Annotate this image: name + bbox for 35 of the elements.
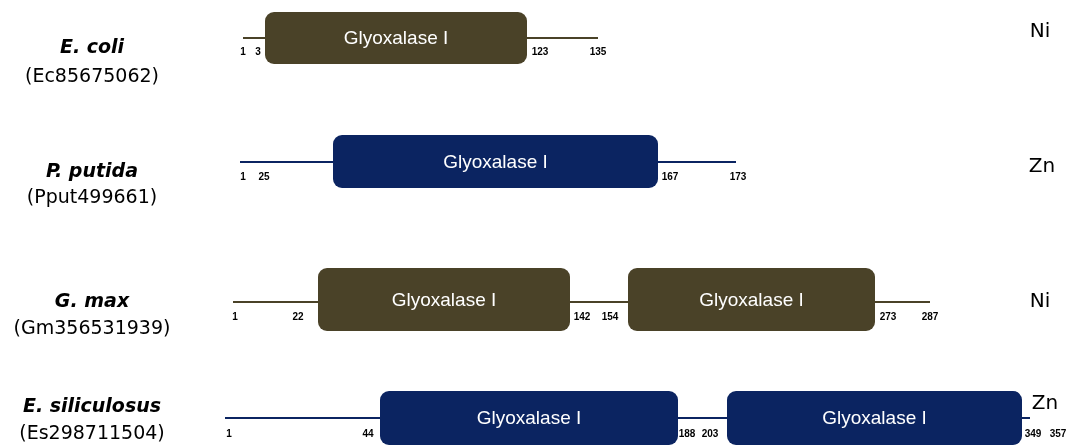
species-name: P. putida — [46, 160, 138, 180]
gene-id: (Es298711504) — [19, 422, 165, 442]
residue-position: 203 — [701, 429, 719, 439]
residue-position: 173 — [729, 172, 747, 182]
gene-id: (Gm356531939) — [13, 317, 171, 337]
protein-domain-box — [727, 391, 1022, 445]
metal-ion-label: Ni — [1029, 20, 1051, 40]
domain-name: Glyoxalase I — [443, 150, 548, 173]
residue-position: 135 — [589, 47, 607, 57]
residue-position: 357 — [1049, 429, 1067, 439]
residue-position: 1 — [240, 172, 246, 182]
gene-id: (Pput499661) — [26, 186, 158, 206]
residue-position: 1 — [232, 312, 238, 322]
species-name: E. siliculosus — [22, 395, 162, 415]
residue-position: 25 — [258, 172, 270, 182]
protein-domain-box — [380, 391, 678, 445]
protein-domain-box — [628, 268, 875, 331]
metal-ion-label: Ni — [1029, 290, 1051, 310]
residue-position: 1 — [226, 429, 232, 439]
metal-ion-label: Zn — [1028, 155, 1056, 175]
domain-name: Glyoxalase I — [391, 288, 497, 311]
domain-name: Glyoxalase I — [343, 27, 449, 49]
protein-domain-box — [265, 12, 527, 64]
species-name: E. coli — [59, 36, 125, 56]
domain-name: Glyoxalase I — [476, 407, 582, 429]
protein-domain-box — [333, 135, 658, 188]
residue-position: 1 — [240, 47, 246, 57]
gene-id: (Ec85675062) — [25, 65, 159, 85]
species-name: G. max — [54, 290, 130, 310]
residue-position: 287 — [921, 312, 939, 322]
domain-name: Glyoxalase I — [699, 288, 804, 311]
domain-name: Glyoxalase I — [822, 407, 927, 429]
protein-domain-box — [318, 268, 570, 331]
metal-ion-label: Zn — [1031, 392, 1059, 412]
residue-position: 22 — [292, 312, 304, 322]
